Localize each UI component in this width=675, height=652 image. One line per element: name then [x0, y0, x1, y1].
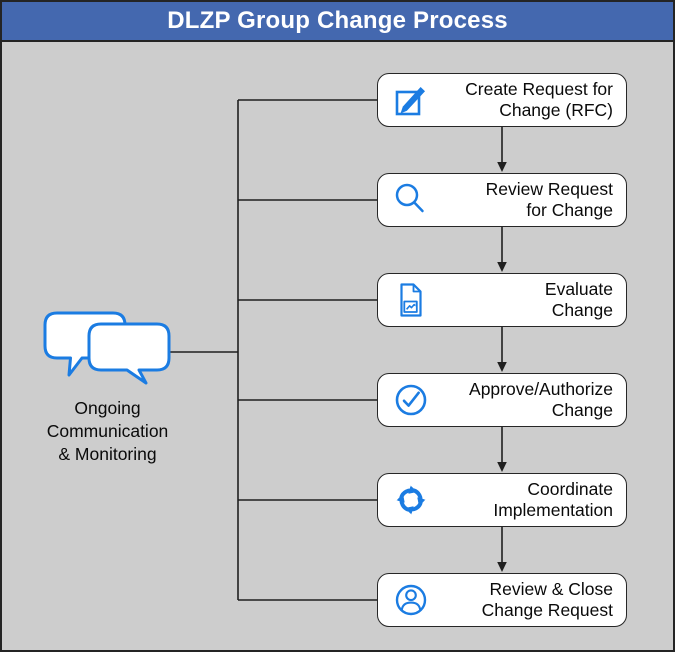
side-note: Ongoing Communication & Monitoring	[20, 311, 195, 466]
side-note-label: Ongoing Communication & Monitoring	[20, 397, 195, 466]
chat-bubbles-icon	[43, 311, 170, 385]
chart-document-icon	[391, 280, 431, 320]
user-circle-icon	[391, 580, 431, 620]
arrowhead	[497, 462, 507, 472]
edit-icon	[391, 80, 431, 120]
flow-connectors	[168, 99, 507, 601]
page-title: DLZP Group Change Process	[167, 7, 508, 34]
arrowhead	[497, 262, 507, 272]
side-note-line: Communication	[46, 421, 169, 441]
side-note-line: Ongoing	[74, 398, 141, 418]
diagram-canvas: Ongoing Communication & Monitoring Creat…	[2, 42, 673, 648]
arrowhead	[497, 162, 507, 172]
front-bubble	[87, 322, 170, 385]
side-note-line: & Monitoring	[58, 444, 157, 464]
check-circle-icon	[391, 380, 431, 420]
arrowhead	[497, 562, 507, 572]
sync-icon	[391, 480, 431, 520]
arrowhead	[497, 362, 507, 372]
search-icon	[391, 180, 431, 220]
title-bar: DLZP Group Change Process	[2, 2, 673, 42]
